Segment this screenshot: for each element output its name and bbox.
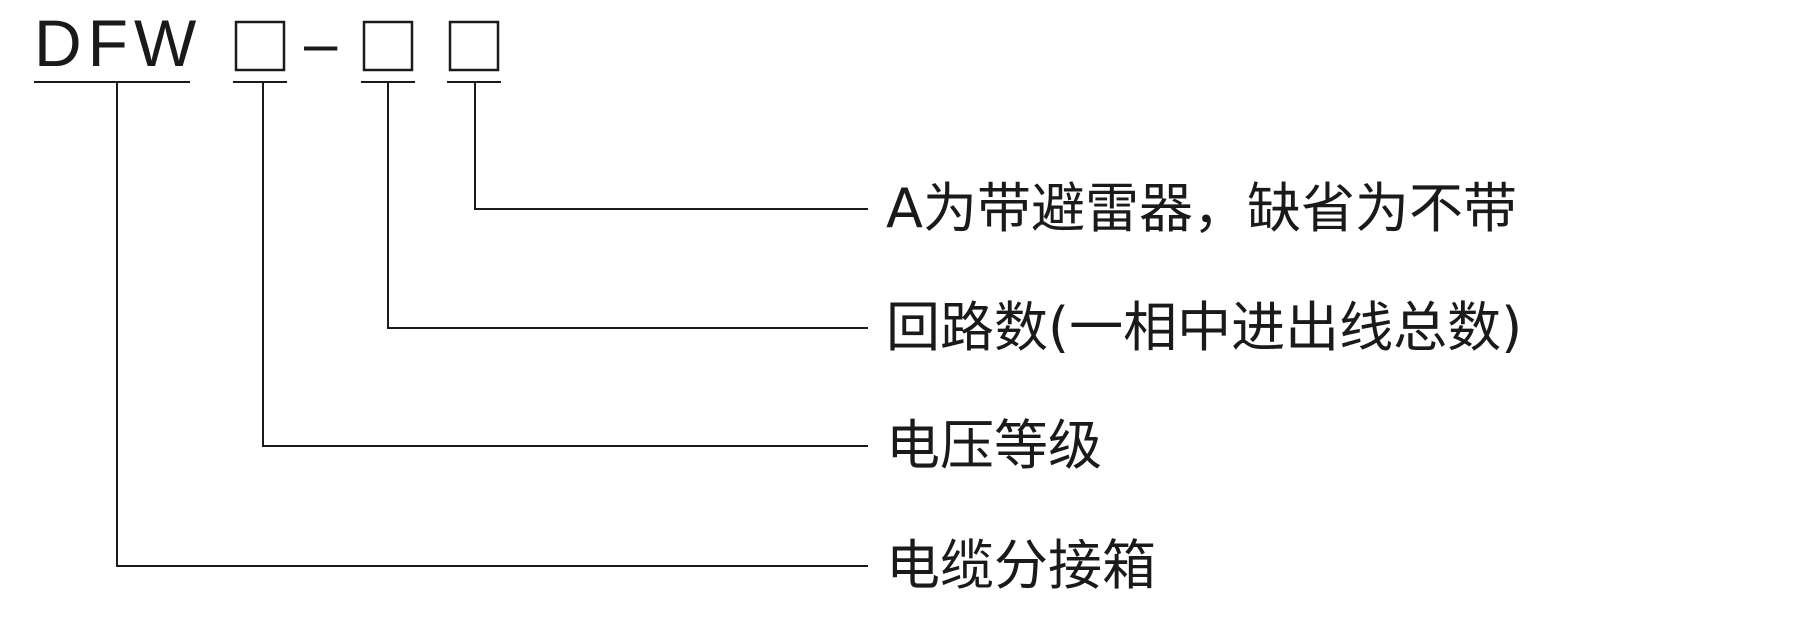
code-prefix: DFW — [34, 6, 202, 80]
product-label: 电缆分接箱 — [886, 534, 1156, 597]
arrester-placeholder-box — [448, 20, 500, 72]
arrester-label: A为带避雷器，缺省为不带 — [886, 177, 1517, 240]
voltage-leader-line — [262, 82, 868, 447]
circuits-label: 回路数(一相中进出线总数) — [886, 296, 1522, 359]
voltage-label: 电压等级 — [886, 414, 1102, 477]
circuits-placeholder-box — [362, 20, 414, 72]
product-leader-line — [116, 82, 868, 567]
circuits-leader-line — [387, 82, 868, 329]
voltage-placeholder-box — [234, 20, 286, 72]
code-separator: – — [304, 10, 338, 77]
arrester-leader-line — [474, 82, 868, 210]
